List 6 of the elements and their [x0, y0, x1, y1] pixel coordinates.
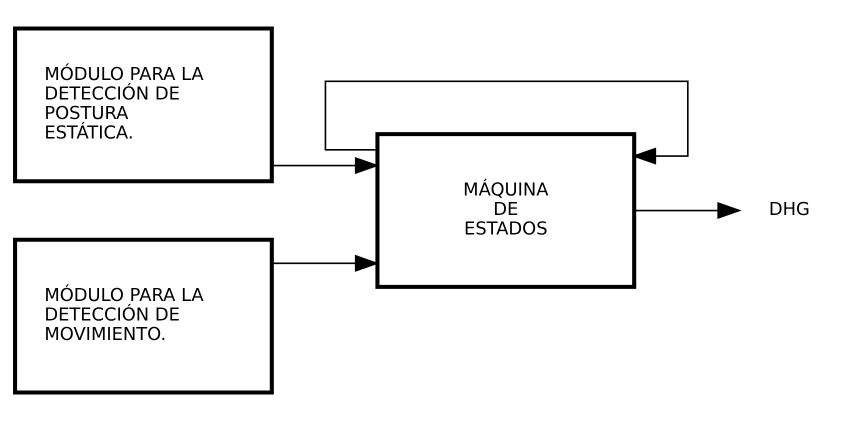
- node-box: MÁQUINA DE ESTADOS: [375, 132, 636, 289]
- node-box: MÓDULO PARA LA DETECCIÓN DE MOVIMIENTO.: [13, 238, 274, 395]
- node-text: DHG: [768, 199, 810, 220]
- node-box: MÓDULO PARA LA DETECCIÓN DE POSTURA ESTÁTICA.: [13, 26, 274, 184]
- arrow: [324, 80, 689, 165]
- arrow: [634, 202, 742, 220]
